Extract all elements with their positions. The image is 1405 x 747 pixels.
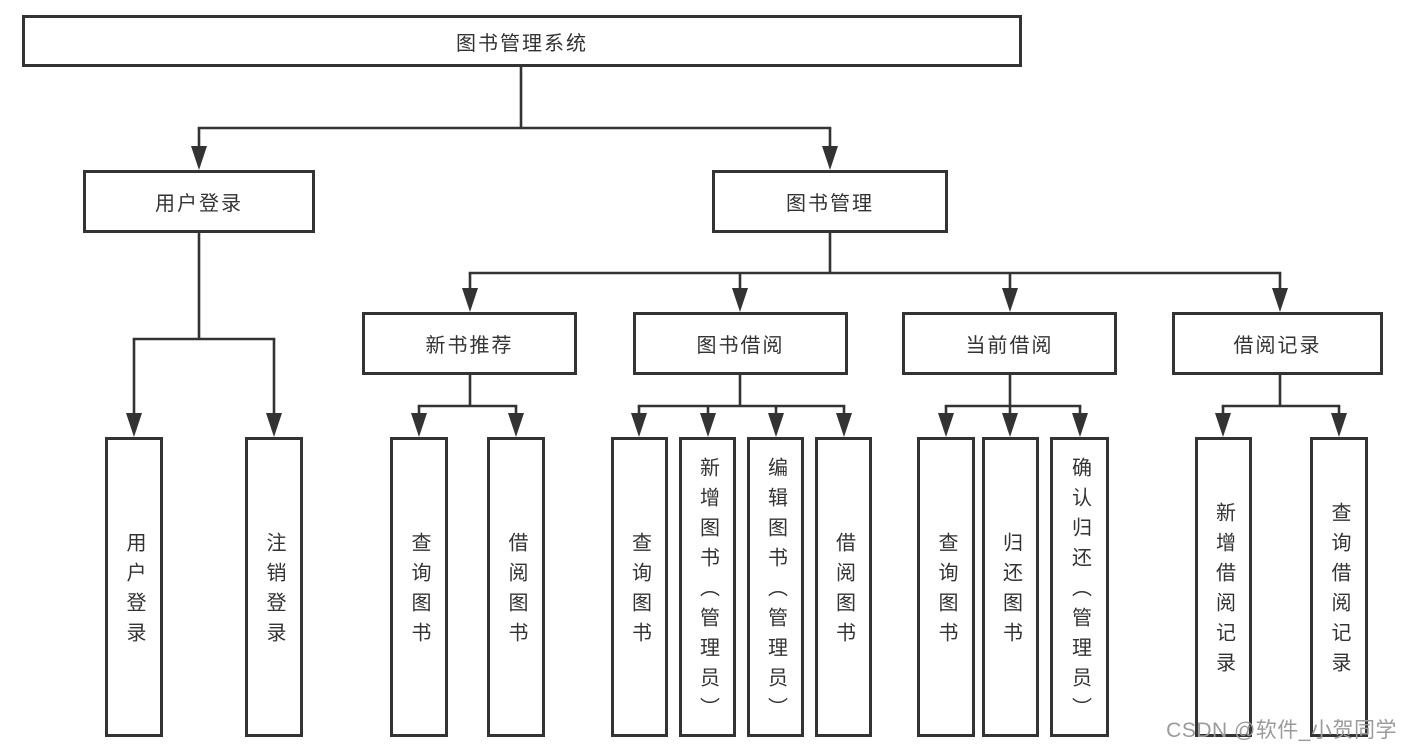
- node-new-book-recommend: 新书推荐: [362, 312, 577, 375]
- leaf-borrow-book-recommend-label: 借阅图书: [505, 532, 527, 652]
- leaf-borrow-book-borrow-label: 借阅图书: [832, 532, 855, 652]
- leaf-edit-book-admin-label: 编辑图书（管理员）: [764, 457, 787, 727]
- leaf-confirm-return-admin: 确认归还（管理员）: [1050, 437, 1109, 737]
- leaf-add-book-admin-label: 新增图书（管理员）: [696, 457, 719, 727]
- leaf-edit-book-admin: 编辑图书（管理员）: [747, 437, 804, 737]
- leaf-add-borrow-record: 新增借阅记录: [1195, 437, 1252, 737]
- leaf-return-book: 归还图书: [982, 437, 1039, 737]
- node-user-login: 用户登录: [83, 170, 315, 233]
- leaf-logout-login: 注销登录: [245, 437, 303, 737]
- leaf-add-borrow-record-label: 新增借阅记录: [1212, 502, 1235, 682]
- node-current-borrow: 当前借阅: [902, 312, 1117, 375]
- leaf-query-borrow-record-label: 查询借阅记录: [1328, 502, 1350, 682]
- node-book-management: 图书管理: [712, 170, 948, 233]
- leaf-return-book-label: 归还图书: [999, 532, 1022, 652]
- leaf-user-login-label: 用户登录: [123, 532, 145, 652]
- leaf-logout-login-label: 注销登录: [263, 532, 285, 652]
- leaf-query-book-current: 查询图书: [917, 437, 975, 737]
- csdn-watermark: CSDN @软件_小贺同学: [1166, 719, 1397, 742]
- leaf-query-borrow-record: 查询借阅记录: [1310, 437, 1368, 737]
- leaf-query-book-recommend-label: 查询图书: [408, 532, 430, 652]
- leaf-user-login: 用户登录: [105, 437, 163, 737]
- leaf-query-book-borrow-label: 查询图书: [628, 532, 651, 652]
- leaf-query-book-borrow: 查询图书: [611, 437, 668, 737]
- node-library-management-system: 图书管理系统: [22, 15, 1022, 67]
- leaf-query-book-current-label: 查询图书: [935, 532, 957, 652]
- node-book-borrow: 图书借阅: [633, 312, 848, 375]
- leaf-borrow-book-borrow: 借阅图书: [815, 437, 872, 737]
- leaf-query-book-recommend: 查询图书: [390, 437, 448, 737]
- leaf-confirm-return-admin-label: 确认归还（管理员）: [1068, 457, 1091, 727]
- leaf-borrow-book-recommend: 借阅图书: [487, 437, 545, 737]
- leaf-add-book-admin: 新增图书（管理员）: [679, 437, 736, 737]
- node-borrow-records: 借阅记录: [1172, 312, 1383, 375]
